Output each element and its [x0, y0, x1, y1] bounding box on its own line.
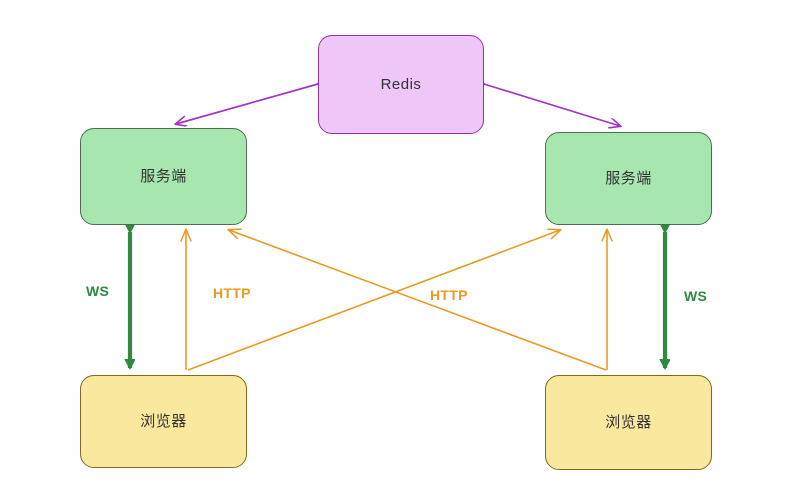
edge-label-http-left: HTTP: [213, 285, 251, 301]
edge-http-left-cross: [187, 230, 560, 371]
edge-redis-server-right: [484, 84, 620, 126]
node-redis-label: Redis: [380, 76, 422, 93]
node-browser-right[interactable]: 浏览器: [545, 375, 712, 470]
node-browser-left-label: 浏览器: [140, 413, 187, 430]
node-browser-left[interactable]: 浏览器: [80, 375, 247, 468]
edge-http-right-cross: [229, 230, 607, 371]
node-server-right-label: 服务端: [605, 170, 652, 187]
node-server-left[interactable]: 服务端: [80, 128, 247, 225]
node-server-right[interactable]: 服务端: [545, 132, 712, 225]
edge-redis-server-left: [176, 84, 318, 124]
edge-label-ws-right: WS: [684, 288, 708, 304]
edge-label-ws-left: WS: [86, 283, 110, 299]
edge-label-http-right: HTTP: [430, 287, 468, 303]
node-redis[interactable]: Redis: [318, 35, 484, 134]
node-browser-right-label: 浏览器: [605, 414, 652, 431]
node-server-left-label: 服务端: [140, 168, 187, 185]
